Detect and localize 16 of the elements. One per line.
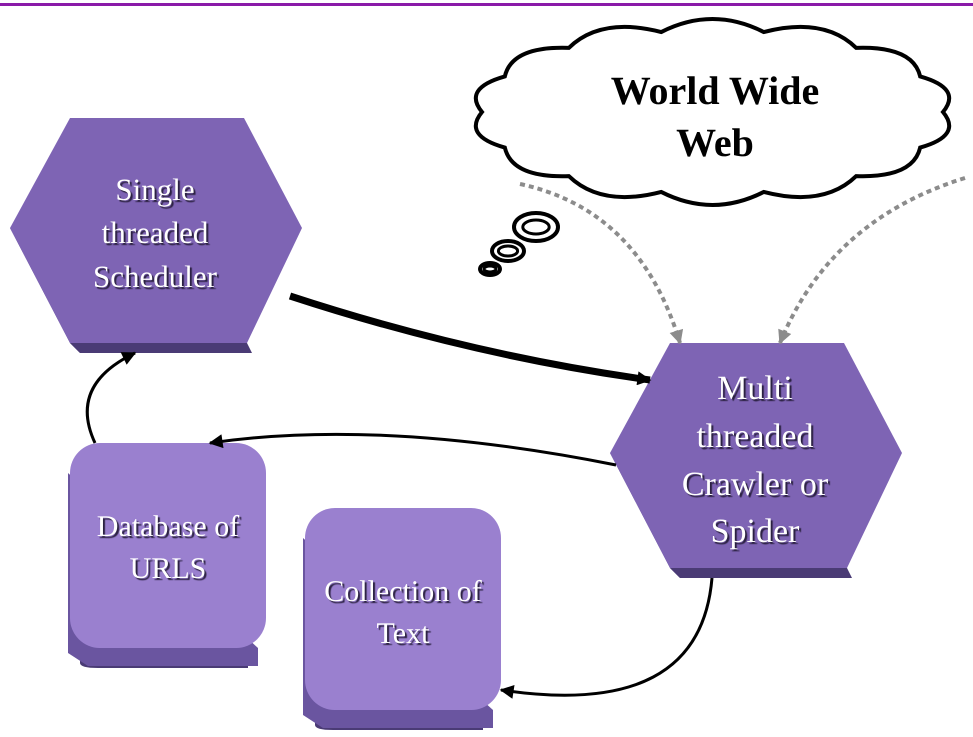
hexagon-shape: [610, 343, 902, 578]
arrow: [208, 432, 616, 466]
node-label: World Wide Web: [610, 67, 820, 167]
dashed-arrow: [520, 182, 683, 344]
rounded-box: [303, 508, 501, 730]
node-label: Collection of Text: [323, 574, 483, 652]
arrow: [288, 292, 652, 386]
cloud-shape: [474, 17, 952, 207]
hexagon-shape: [10, 118, 302, 353]
node-label: Multi threaded Crawler or Spider: [680, 369, 830, 552]
arrow: [86, 352, 136, 444]
arrow: [500, 578, 714, 698]
rounded-box: [68, 443, 266, 668]
node-label: Database of URLS: [96, 509, 240, 587]
dashed-arrow: [778, 176, 966, 344]
node-label: Single threaded Scheduler: [92, 170, 218, 296]
